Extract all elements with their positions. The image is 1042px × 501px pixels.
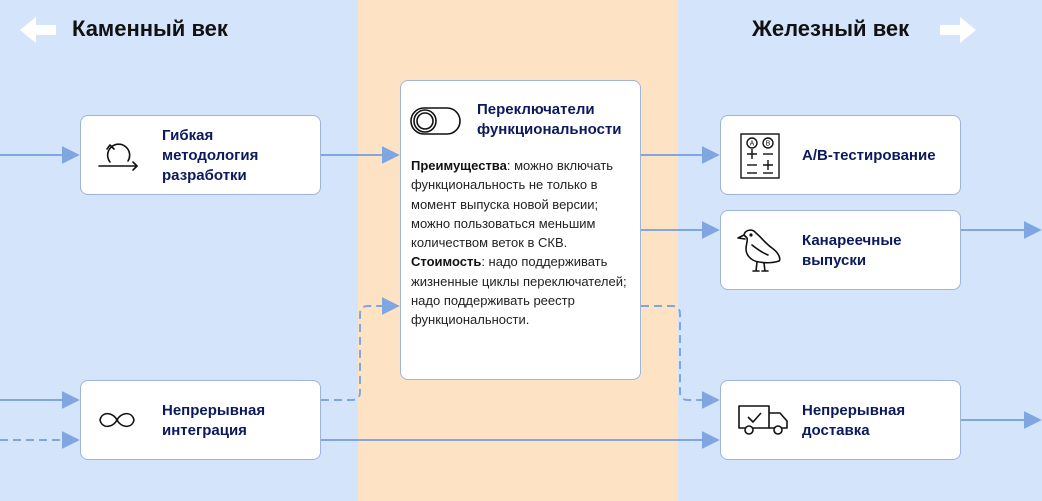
toggle-switch-icon [410,107,461,135]
dashed-arrow-ci-toggles [321,297,400,401]
canary-card[interactable]: Канареечные выпуски [720,210,961,290]
canary-bird-icon [737,229,781,272]
iron-age-heading: Железный век [752,16,910,41]
advantages-text: : можно включать функциональность не тол… [411,158,614,251]
feature-toggles-description: Преимущества: можно включать функциональ… [411,156,631,330]
cost-label: Стоимость [411,254,482,270]
cd-card[interactable]: Непрерывная доставка [720,380,961,460]
ci-title: Непрерывная интеграция [162,402,266,439]
svg-text:A: A [750,141,755,148]
ci-card[interactable]: Непрерывная интеграция [80,380,321,460]
agile-title: Гибкая методология разработки [162,127,259,184]
ab-testing-title: A/B-тестирование [802,147,936,164]
cost-text: : надо поддерживать жизненные циклы пере… [411,254,627,328]
cycle-arrow-icon [98,143,138,171]
stone-age-heading: Каменный век [72,16,228,41]
canary-title: Канареечные выпуски [802,232,902,269]
dashed-arrow-toggles-cd [641,305,720,409]
right-arrow-icon [940,17,976,43]
delivery-truck-icon [738,405,788,435]
ab-testing-card[interactable]: A B A/B-тестирование [720,115,961,195]
advantages-label: Преимущества [411,158,507,173]
ab-test-sheet-icon: A B [740,133,780,179]
cd-title: Непрерывная доставка [802,402,906,439]
svg-text:B: B [766,141,771,148]
feature-toggles-card[interactable]: Переключатели функциональности Преимущес… [400,80,641,380]
left-arrow-icon [20,17,56,43]
feature-toggles-title: Переключатели функциональности [477,101,622,138]
infinity-loop-icon [99,412,135,428]
agile-card[interactable]: Гибкая методология разработки [80,115,321,195]
